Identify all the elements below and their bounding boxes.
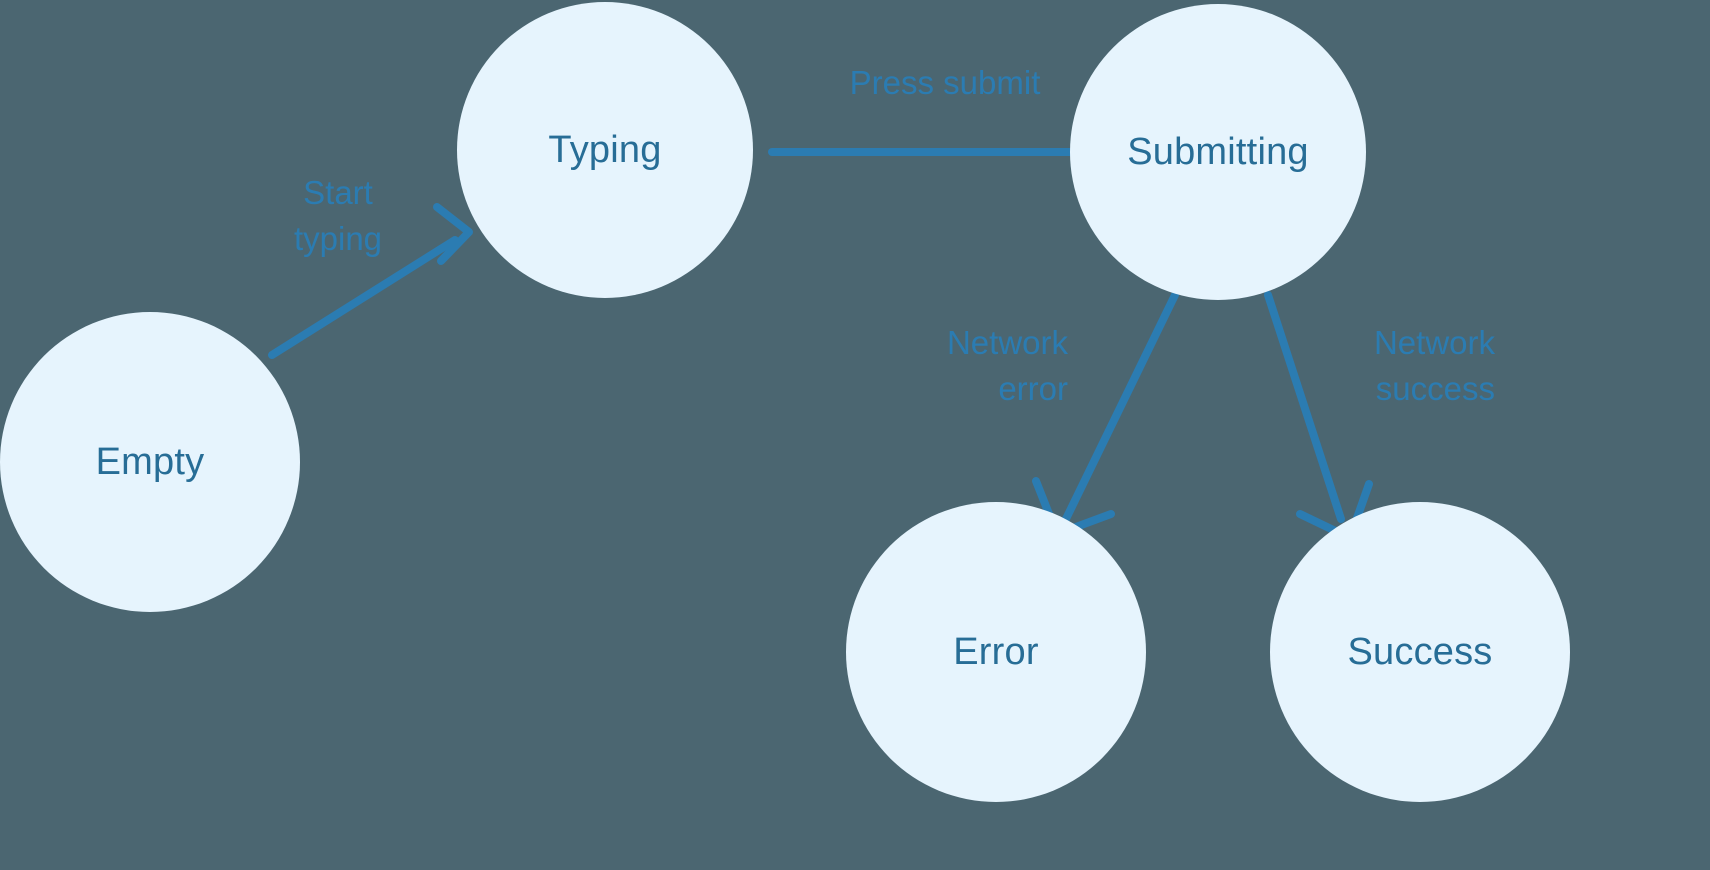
state-node-error[interactable]: Error xyxy=(846,502,1146,802)
edge-line-submitting-to-error xyxy=(1060,291,1179,527)
state-label-submitting: Submitting xyxy=(1127,131,1309,173)
edge-label-start-typing: Start typing xyxy=(293,174,383,257)
edge-empty-to-typing xyxy=(268,203,473,359)
state-node-success[interactable]: Success xyxy=(1270,502,1570,802)
edge-label-network-success: Network success xyxy=(1373,324,1495,407)
edge-line-submitting-to-success xyxy=(1264,291,1345,523)
edge-label-network-error: Network error xyxy=(946,324,1068,407)
state-label-typing: Typing xyxy=(548,129,662,171)
state-label-empty: Empty xyxy=(95,441,205,483)
state-node-empty[interactable]: Empty xyxy=(0,312,300,612)
state-label-error: Error xyxy=(953,631,1039,673)
state-node-submitting[interactable]: Submitting xyxy=(1070,4,1366,300)
state-label-success: Success xyxy=(1347,631,1493,673)
edge-line-empty-to-typing xyxy=(268,236,459,359)
edge-label-press-submit: Press submit xyxy=(849,64,1041,101)
arrowhead-empty-to-typing xyxy=(433,203,473,265)
state-node-typing[interactable]: Typing xyxy=(457,2,753,298)
